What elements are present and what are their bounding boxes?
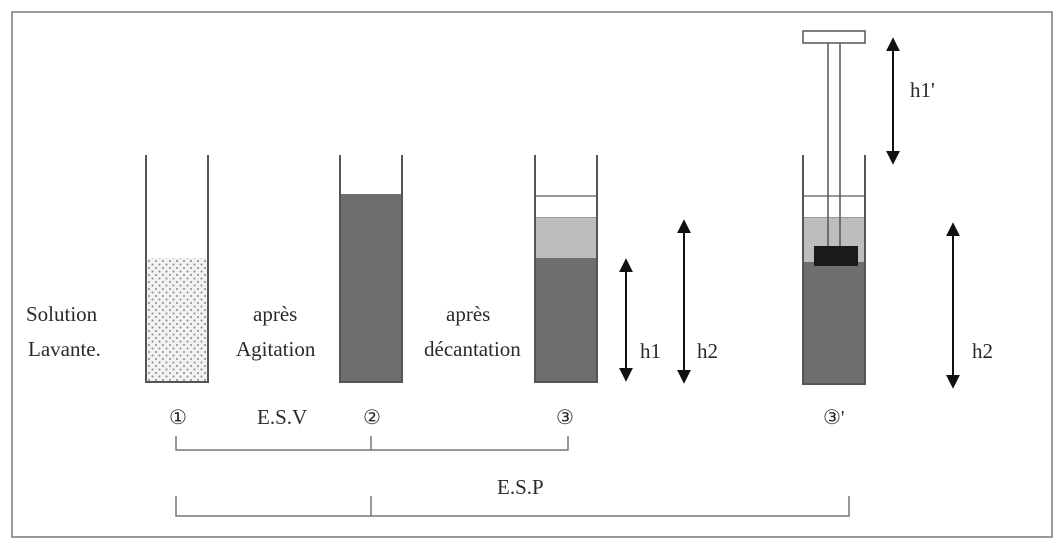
tube-3-after-decantation bbox=[534, 155, 598, 383]
label-step-2: ② bbox=[363, 407, 381, 429]
clear-liquid-layer-prime bbox=[802, 195, 866, 219]
tube-2-after-agitation bbox=[339, 155, 403, 383]
label-solution: Solution bbox=[26, 302, 98, 326]
label-agitation: Agitation bbox=[236, 337, 316, 361]
label-step-3: ③ bbox=[556, 407, 574, 429]
tube-1-washing-solution bbox=[145, 155, 209, 383]
piston-weight bbox=[814, 246, 858, 266]
label-h2-a: h2 bbox=[697, 339, 718, 363]
piston-top-plate bbox=[802, 30, 866, 44]
label-decantation: décantation bbox=[424, 337, 521, 361]
label-step-1: ① bbox=[169, 407, 187, 429]
esp-bracket bbox=[175, 496, 850, 517]
label-lavante: Lavante. bbox=[28, 337, 101, 361]
tube-3-prime-wall bbox=[802, 155, 866, 385]
tube-3-prime-with-piston bbox=[802, 30, 866, 385]
flocculate-layer bbox=[535, 218, 597, 258]
tube-3-wall bbox=[534, 155, 598, 383]
agitated-mixture-fill bbox=[340, 194, 402, 382]
label-esv: E.S.V bbox=[257, 405, 307, 429]
tube-1-wall bbox=[145, 155, 209, 383]
label-step-3-prime: ③' bbox=[823, 407, 845, 429]
label-apres-1: après bbox=[253, 302, 297, 326]
sediment-layer bbox=[535, 258, 597, 382]
washing-solution-fill bbox=[146, 258, 208, 382]
label-h1: h1 bbox=[640, 339, 661, 363]
label-h2-b: h2 bbox=[972, 339, 993, 363]
label-apres-2: après bbox=[446, 302, 490, 326]
label-esp: E.S.P bbox=[497, 475, 544, 499]
sediment-layer-prime bbox=[803, 262, 865, 384]
clear-liquid-layer bbox=[534, 195, 598, 219]
esv-bracket bbox=[175, 436, 569, 451]
label-h1-prime: h1' bbox=[910, 78, 935, 102]
tube-2-wall bbox=[339, 155, 403, 383]
